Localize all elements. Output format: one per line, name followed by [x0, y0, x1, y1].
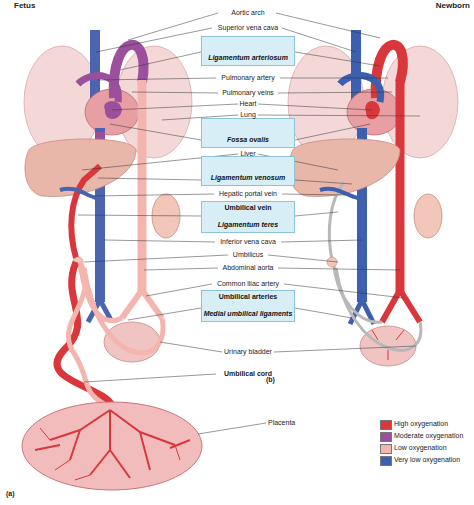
part-name: Placenta	[268, 419, 328, 427]
panel-heading: Fetus	[14, 1, 74, 10]
part-name: Umbilicus	[200, 251, 296, 259]
panel-letter: (a)	[6, 490, 26, 498]
part-name: Superior vena cava	[200, 24, 296, 32]
part-name: Inferior vena cava	[200, 238, 296, 246]
transition-box: Fossa ovalis	[201, 118, 295, 148]
part-name: Pulmonary veins	[200, 89, 296, 97]
adult-structure: Ligamentum venosum	[202, 174, 294, 182]
legend-text: High oxygenation	[394, 420, 448, 428]
part-name: Liver	[200, 150, 296, 158]
part-name: Common iliac artery	[200, 280, 296, 288]
adult-structure: Fossa ovalis	[202, 136, 294, 144]
part-name: Lung	[200, 111, 296, 119]
fetal-structure: Umbilical vein	[202, 204, 294, 212]
adult-structure: Ligamentum arteriosum	[202, 54, 294, 62]
legend-swatch	[380, 444, 392, 454]
panel-letter: (b)	[266, 376, 286, 384]
transition-box: Umbilical veinLigamentum teres	[201, 201, 295, 233]
legend-swatch	[380, 456, 392, 466]
adult-structure: Ligamentum teres	[202, 221, 294, 229]
transition-box: Umbilical arteriesMedial umbilical ligam…	[201, 290, 295, 322]
legend-text: Moderate oxygenation	[394, 432, 463, 440]
part-name: Aortic arch	[200, 9, 296, 17]
transition-box: Ligamentum arteriosum	[201, 36, 295, 66]
legend-text: Very low oxygenation	[394, 456, 460, 464]
legend-swatch	[380, 432, 392, 442]
part-name: Abdominal aorta	[200, 264, 296, 272]
fetal-structure: Umbilical arteries	[202, 293, 294, 301]
transition-box: Ligamentum venosum	[201, 156, 295, 186]
part-name: Heart	[200, 100, 296, 108]
panel-heading: Newborn	[400, 1, 470, 10]
part-name: Urinary bladder	[200, 348, 296, 356]
legend-text: Low oxygenation	[394, 444, 447, 452]
part-name: Pulmonary artery	[200, 74, 296, 82]
legend-swatch	[380, 420, 392, 430]
part-name: Hepatic portal vein	[200, 190, 296, 198]
part-name: Umbilical cord	[200, 370, 296, 378]
adult-structure: Medial umbilical ligaments	[202, 310, 294, 318]
